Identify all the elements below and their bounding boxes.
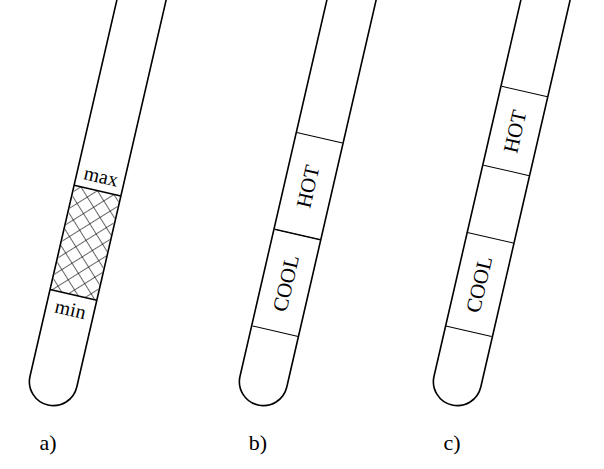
band-text: COOL — [269, 253, 302, 313]
level-mark: min — [53, 295, 88, 321]
label-band: HOT — [274, 132, 342, 240]
tube-c — [429, 0, 579, 410]
level-mark: max — [82, 162, 120, 189]
label-band: COOL — [252, 229, 320, 337]
band-text: HOT — [294, 162, 324, 209]
band-text: HOT — [500, 108, 530, 155]
tube-a — [25, 0, 175, 410]
band-text: COOL — [463, 254, 496, 314]
tube-b — [235, 0, 385, 410]
part-letter: b) — [249, 432, 267, 454]
label-band: HOT — [483, 86, 547, 176]
label-band: COOL — [446, 232, 514, 337]
part-letter: c) — [443, 432, 460, 454]
part-letter: a) — [39, 432, 56, 454]
